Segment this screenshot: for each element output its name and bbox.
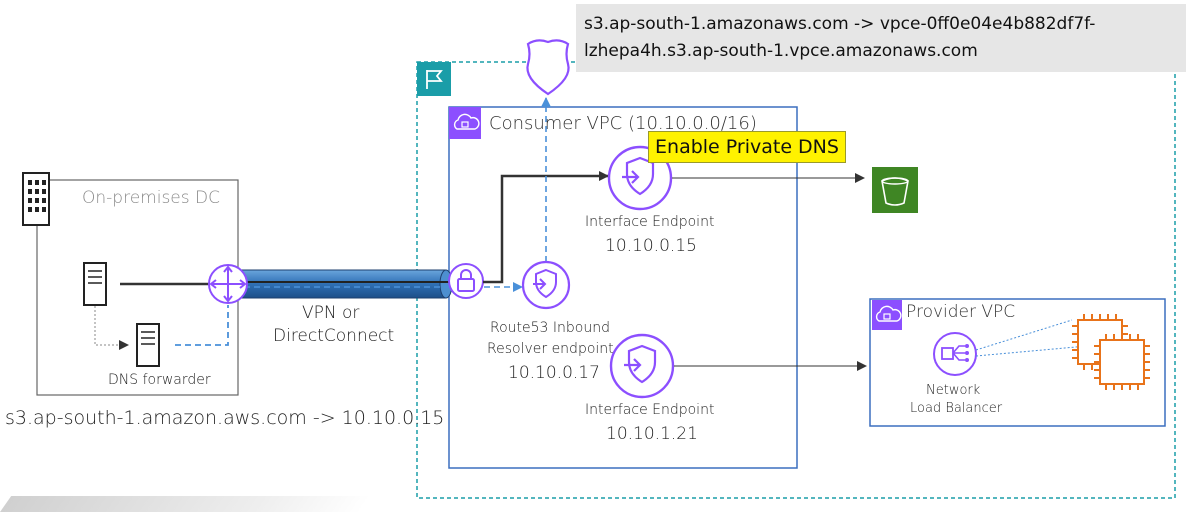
endpoint-s3-label: Interface Endpoint [585, 214, 715, 230]
dns-mapping-line2: lzhepa4h.s3.ap-south-1.vpce.amazonaws.co… [584, 41, 978, 61]
vpn-label-line1: VPN or [302, 303, 360, 323]
server-icon [83, 262, 107, 306]
server-to-forwarder-link [94, 306, 129, 350]
provider-vpc-label: Provider VPC [906, 302, 1016, 322]
building-icon [22, 172, 50, 226]
endpoint-s3-ip: 10.10.0.15 [605, 236, 697, 256]
consumer-vpc-label: Consumer VPC (10.10.0.0/16) [489, 113, 757, 134]
ec2-chip-icon [1094, 334, 1150, 390]
cloud-lock-icon [872, 300, 902, 330]
endpoint-shield-icon [521, 260, 571, 310]
route-to-s3-endpoint [483, 171, 609, 284]
cloud-lock-icon [449, 107, 481, 139]
forwarder-dns-path [175, 305, 229, 346]
enable-private-dns-badge: Enable Private DNS [648, 131, 846, 163]
vpn-tunnel [231, 269, 453, 299]
nlb-label-line2: Load Balancer [910, 401, 1003, 416]
vpn-label-line2: DirectConnect [273, 326, 395, 346]
nlb-target-line [975, 319, 1073, 351]
nlb-icon [933, 332, 977, 376]
on-premises-label: On-premises DC [82, 188, 220, 208]
dns-mapping-line1: s3.ap-south-1.amazonaws.com -> vpce-0ff0… [584, 14, 1096, 34]
resolver-label-line1: Route53 Inbound [490, 320, 610, 336]
dns-mapping-banner: s3.ap-south-1.amazonaws.com -> vpce-0ff0… [576, 4, 1186, 72]
endpoint-shield-icon [609, 333, 675, 399]
nlb-label-line1: Network [926, 383, 981, 398]
lock-icon [448, 263, 484, 299]
endpoint-nlb-ip: 10.10.1.21 [606, 424, 698, 444]
provider-vpc-boundary [869, 298, 1166, 427]
onprem-dns-record: s3.ap-south-1.amazon.aws.com -> 10.10.0.… [5, 407, 445, 429]
resolver-ip: 10.10.0.17 [508, 363, 600, 383]
resolver-label-line2: Resolver endpoint [487, 341, 614, 357]
endpoint-nlb-label: Interface Endpoint [585, 402, 715, 418]
dns-forwarder-label: DNS forwarder [108, 372, 211, 388]
server-icon [136, 323, 160, 367]
route53-shield-icon [526, 39, 570, 96]
router-icon [208, 264, 248, 304]
nlb-target-line [975, 344, 1099, 357]
s3-bucket-icon [872, 167, 918, 213]
region-flag-icon [417, 62, 451, 96]
